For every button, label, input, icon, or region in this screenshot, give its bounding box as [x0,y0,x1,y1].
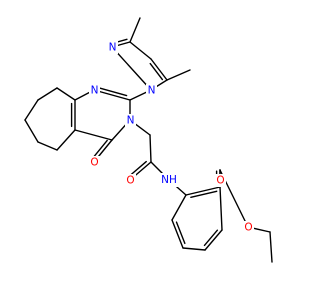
svg-text:O: O [216,175,224,187]
bond-r8-r9 [37,141,58,151]
bond-b6-b1 [171,194,187,221]
bond-r9-c4a [56,129,76,151]
bond-c8a-r5 [56,87,76,101]
bond-c4a-c4q [74,129,113,141]
bond-r5-r6 [37,87,58,101]
double-bond-b5-b6 [175,221,186,245]
bond-r7-r8 [24,119,39,143]
double-bond-b1-b2 [190,190,218,199]
svg-text:N: N [148,85,156,97]
atom-n-quinazoline-ring: N [125,114,136,127]
svg-text:O: O [244,222,252,234]
svg-text:NH: NH [161,174,177,186]
bond-b3-b4 [204,229,223,251]
bond-b2-b3 [219,186,223,231]
bond-layer [24,17,273,263]
bond-m3-c3 [129,17,141,43]
atom-n-pyrazole-attached: N [146,84,157,97]
double-bond-ca-oam [129,160,147,176]
double-bond-c2-n3q [98,87,128,97]
atom-n-quinazoline-top: N [89,84,100,97]
bond-c5-m5 [166,69,191,81]
double-bond-b3-b4 [203,229,219,247]
double-bond-c4-c5 [149,62,164,81]
svg-text:N: N [109,42,117,54]
atom-o-ester-ether: O [243,221,254,234]
atom-o-ester-carbonyl: O [215,174,226,187]
bond-c3-c4 [129,41,152,60]
bond-b5-b6 [171,219,184,249]
bond-ch2-ca [149,134,152,163]
atom-o-amide: O [125,174,136,187]
svg-text:O: O [90,157,98,169]
atom-n-pyrazole-top: N [107,41,118,54]
bond-b4-b5 [182,247,206,251]
bond-ce1-ce2 [269,231,273,263]
double-bond-c4q-ok [92,139,108,158]
bond-c4-c5 [150,58,168,81]
bond-b1-b2 [185,186,221,196]
svg-text:N: N [127,115,135,127]
molecule-structure: N N N N O O NH O O [24,17,273,263]
atom-o-ketone: O [89,156,100,169]
bond-n1-n2 [111,46,152,91]
svg-text:N: N [91,85,99,97]
svg-text:O: O [126,175,134,187]
atom-nh-amide: NH [160,173,178,187]
bond-r6-r7 [24,99,39,121]
